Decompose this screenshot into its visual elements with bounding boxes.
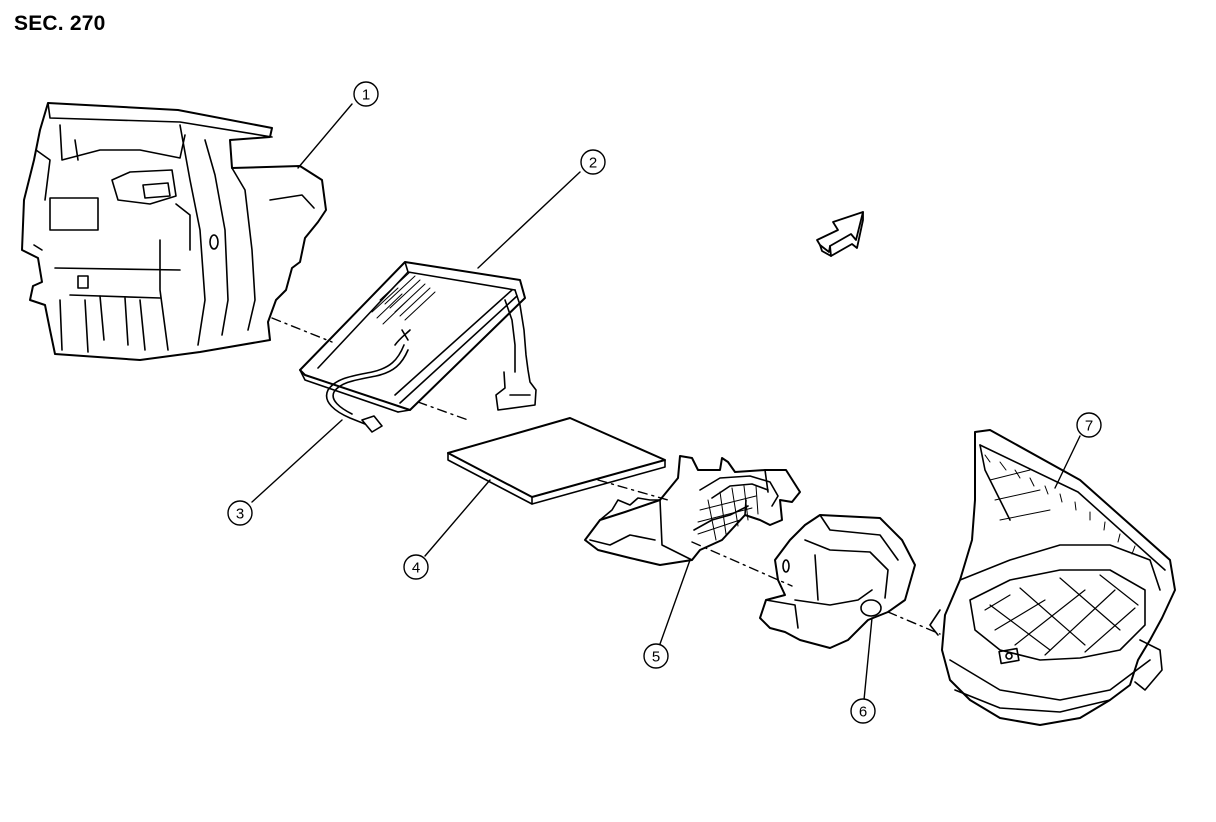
section-title: SEC. 270 [14,12,106,35]
part-3-intake-sensor [325,344,409,433]
part-2-evaporator [299,261,537,413]
callout-2: 2 [580,149,606,175]
callout-label-3: 3 [236,506,244,523]
callout-7: 7 [1076,412,1102,438]
part-6-intake-housing [759,514,916,649]
part-4-air-filter [447,417,666,505]
callout-label-2: 2 [589,155,597,172]
callout-label-6: 6 [859,704,867,721]
callout-label-5: 5 [652,649,660,666]
callout-1: 1 [353,81,379,107]
part-1-unit-housing [21,102,327,361]
callout-label-1: 1 [362,87,370,104]
front-arrow-icon [816,211,864,257]
assembly-guide-lines [271,317,941,635]
callout-3: 3 [227,500,253,526]
callout-label-7: 7 [1085,418,1093,435]
callout-label-4: 4 [412,560,420,577]
callout-5: 5 [643,643,669,669]
callout-4: 4 [403,554,429,580]
leader-lines [251,103,1081,701]
part-7-blower-assembly [929,429,1176,726]
part-5-duct [584,455,801,566]
callout-6: 6 [850,698,876,724]
